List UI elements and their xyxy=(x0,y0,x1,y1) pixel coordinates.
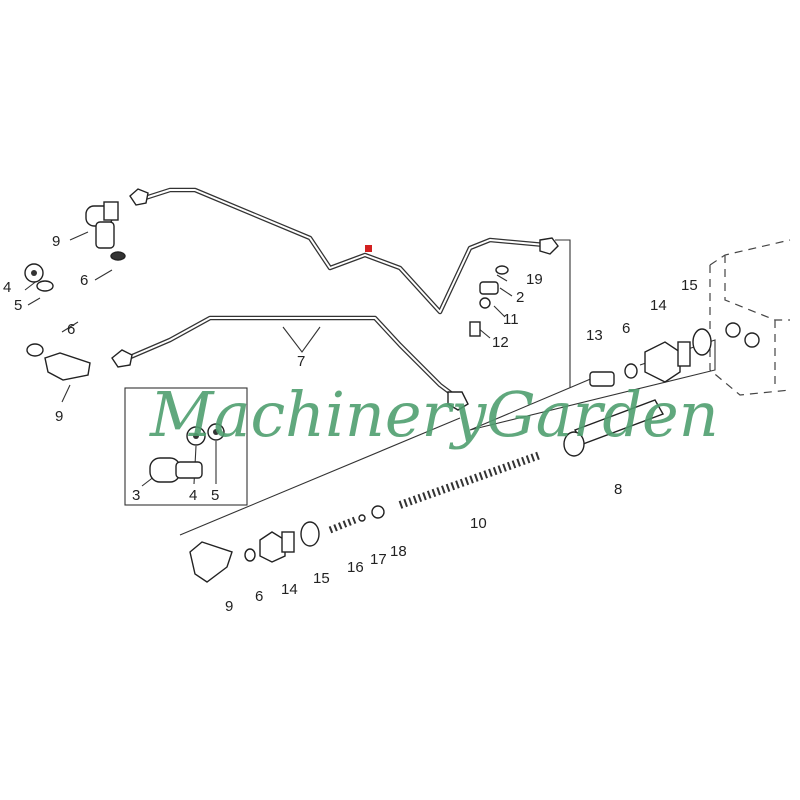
callout-10: 10 xyxy=(470,515,487,532)
callout-12: 12 xyxy=(492,334,509,351)
lower-pipe xyxy=(111,315,469,411)
callout-7: 7 xyxy=(297,353,305,370)
callout-18: 18 xyxy=(390,543,407,560)
leader-lines xyxy=(24,231,716,536)
housing-outline xyxy=(709,239,791,396)
callout-5: 5 xyxy=(211,487,219,504)
marker-dot xyxy=(365,245,372,252)
callout-19: 19 xyxy=(526,271,543,288)
callout-2: 2 xyxy=(516,289,524,306)
callout-17: 17 xyxy=(370,551,387,568)
callout-6: 6 xyxy=(622,320,630,337)
fittings xyxy=(24,201,712,583)
watermark: MachineryGarden xyxy=(149,378,719,451)
callout-3: 3 xyxy=(132,487,140,504)
callout-9: 9 xyxy=(225,598,233,615)
callout-6: 6 xyxy=(80,272,88,289)
callout-16: 16 xyxy=(347,559,364,576)
callout-4: 4 xyxy=(3,279,11,296)
callout-13: 13 xyxy=(586,327,603,344)
callout-14: 14 xyxy=(650,297,667,314)
callout-5: 5 xyxy=(14,297,22,314)
callout-6: 6 xyxy=(255,588,263,605)
callout-15: 15 xyxy=(681,277,698,294)
callout-9: 9 xyxy=(52,233,60,250)
callout-4: 4 xyxy=(189,487,197,504)
upper-pipe xyxy=(129,187,559,315)
callout-labels: 9 4 5 6 6 9 7 3 4 5 19 2 11 12 13 6 14 1… xyxy=(3,233,698,615)
callout-11: 11 xyxy=(503,311,519,328)
callout-15: 15 xyxy=(313,570,330,587)
callout-6: 6 xyxy=(67,321,75,338)
callout-14: 14 xyxy=(281,581,298,598)
callout-9: 9 xyxy=(55,408,63,425)
callout-8: 8 xyxy=(614,481,622,498)
